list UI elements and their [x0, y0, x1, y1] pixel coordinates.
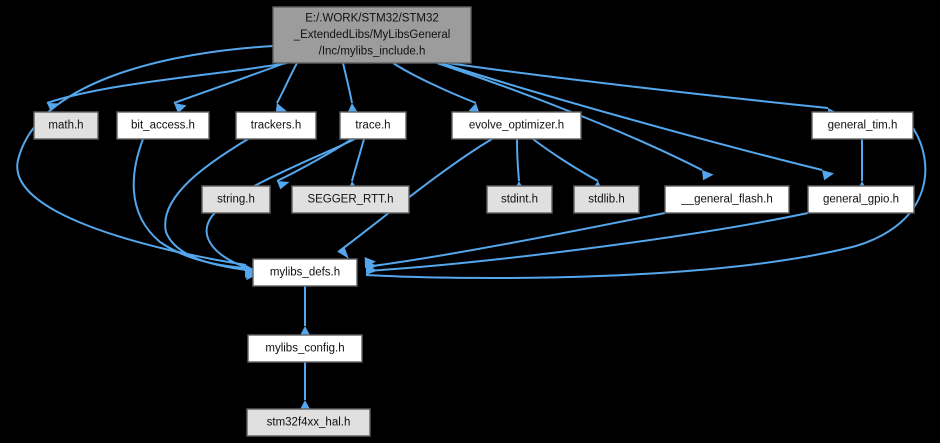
arrowhead-icon — [822, 170, 834, 181]
arrowhead-icon — [702, 170, 714, 181]
node-label-bit_access: bit_access.h — [131, 120, 195, 132]
edge-general_flash-to-mylibs_defs — [364, 212, 666, 268]
graph-node-general_flash[interactable]: __general_flash.h — [664, 185, 790, 214]
graph-node-trackers[interactable]: trackers.h — [235, 111, 317, 140]
node-box-bit_access[interactable] — [116, 111, 210, 140]
node-label-stdint: stdint.h — [501, 194, 538, 206]
edge-root-to-general_gpio — [440, 62, 834, 181]
node-label-general_flash: __general_flash.h — [680, 194, 772, 206]
node-label-evolve_optimizer: evolve_optimizer.h — [469, 120, 564, 132]
graph-node-stm32f4xx_hal[interactable]: stm32f4xx_hal.h — [246, 408, 371, 437]
graph-node-stdint[interactable]: stdint.h — [486, 185, 553, 214]
node-box-general_tim[interactable] — [811, 111, 914, 140]
node-box-string[interactable] — [201, 185, 271, 214]
graph-node-segger_rtt[interactable]: SEGGER_RTT.h — [291, 185, 410, 214]
arrowhead-icon — [364, 257, 376, 267]
graph-node-math[interactable]: math.h — [33, 111, 99, 140]
graph-node-stdlib[interactable]: stdlib.h — [573, 185, 640, 214]
node-box-general_gpio[interactable] — [807, 185, 915, 214]
node-label-general_tim: general_tim.h — [828, 120, 898, 132]
node-label-stdlib: stdlib.h — [588, 194, 624, 206]
graph-node-bit_access[interactable]: bit_access.h — [116, 111, 210, 140]
graph-node-mylibs_config[interactable]: mylibs_config.h — [247, 334, 363, 363]
node-box-general_flash[interactable] — [664, 185, 790, 214]
node-label-root: E:/.WORK/STM32/STM32 — [305, 13, 439, 25]
edges-layer — [16, 45, 927, 412]
graph-node-evolve_optimizer[interactable]: evolve_optimizer.h — [451, 111, 582, 140]
node-box-stdint[interactable] — [486, 185, 553, 214]
node-label-stm32f4xx_hal: stm32f4xx_hal.h — [267, 417, 351, 429]
graph-node-root[interactable]: E:/.WORK/STM32/STM32 _ExtendedLibs/MyLibs… — [272, 6, 472, 64]
node-label-root: _ExtendedLibs/MyLibsGeneral — [293, 29, 451, 41]
node-label-segger_rtt: SEGGER_RTT.h — [307, 194, 393, 206]
node-box-mylibs_defs[interactable] — [252, 258, 358, 287]
edge-trace-to-string — [276, 138, 353, 190]
node-label-math: math.h — [48, 120, 83, 132]
graph-node-general_tim[interactable]: general_tim.h — [811, 111, 914, 140]
node-label-trace: trace.h — [355, 120, 390, 132]
node-label-mylibs_defs: mylibs_defs.h — [270, 267, 340, 279]
node-box-evolve_optimizer[interactable] — [451, 111, 582, 140]
graph-node-general_gpio[interactable]: general_gpio.h — [807, 185, 915, 214]
node-box-segger_rtt[interactable] — [291, 185, 410, 214]
arrowhead-icon — [174, 103, 187, 114]
node-box-stdlib[interactable] — [573, 185, 640, 214]
node-box-mylibs_config[interactable] — [247, 334, 363, 363]
node-box-math[interactable] — [33, 111, 99, 140]
graph-node-trace[interactable]: trace.h — [339, 111, 407, 140]
node-label-string: string.h — [217, 194, 255, 206]
edge-root-to-trackers — [275, 62, 298, 114]
node-box-trace[interactable] — [339, 111, 407, 140]
node-label-general_gpio: general_gpio.h — [823, 194, 899, 206]
node-label-trackers: trackers.h — [251, 120, 302, 132]
node-label-root: /Inc/mylibs_include.h — [319, 45, 426, 57]
node-box-stm32f4xx_hal[interactable] — [246, 408, 371, 437]
arrowhead-icon — [275, 103, 287, 114]
node-box-root[interactable] — [272, 6, 472, 64]
edge-root-to-bit_access — [173, 62, 286, 114]
node-label-mylibs_config: mylibs_config.h — [265, 343, 344, 355]
arrowhead-icon — [277, 181, 290, 190]
graph-node-string[interactable]: string.h — [201, 185, 271, 214]
edge-root-to-general_flash — [436, 62, 714, 181]
edge-evolve_optimizer-to-mylibs_defs — [337, 138, 493, 259]
node-box-trackers[interactable] — [235, 111, 317, 140]
graph-node-mylibs_defs[interactable]: mylibs_defs.h — [252, 258, 358, 287]
arrowhead-icon — [338, 247, 349, 259]
nodes-layer: E:/.WORK/STM32/STM32 _ExtendedLibs/MyLibs… — [33, 6, 915, 437]
